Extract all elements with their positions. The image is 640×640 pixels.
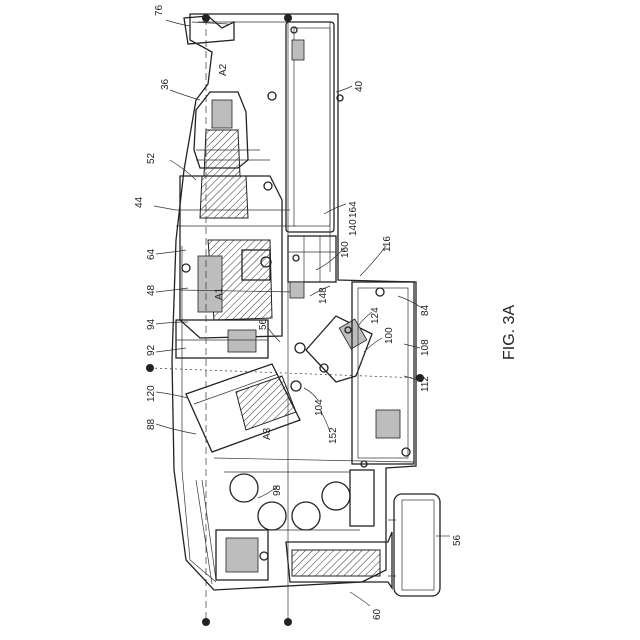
axis-endpoint-mid-left bbox=[146, 364, 154, 372]
axis-endpoint-bottom-left bbox=[202, 618, 210, 626]
ref-label-124: 124 bbox=[370, 307, 381, 324]
ref-label-164: 164 bbox=[348, 201, 359, 218]
axis-endpoint-bottom-right bbox=[284, 618, 292, 626]
ref-label-104: 104 bbox=[314, 399, 325, 416]
ref-label-56-lower: 56 bbox=[452, 534, 463, 546]
ref-label-36: 36 bbox=[160, 78, 171, 90]
ref-label-88: 88 bbox=[146, 418, 157, 430]
ref-label-40: 40 bbox=[354, 80, 365, 92]
ref-label-108: 108 bbox=[420, 339, 431, 356]
ref-label-84: 84 bbox=[420, 304, 431, 316]
ref-label-92: 92 bbox=[146, 344, 157, 356]
axis-label-a2: A2 bbox=[218, 63, 229, 76]
ref-label-112: 112 bbox=[420, 376, 431, 392]
ref-label-76: 76 bbox=[154, 4, 165, 16]
ref-label-100: 100 bbox=[384, 327, 395, 344]
axis-endpoint-top-right bbox=[284, 14, 292, 22]
ref-label-120: 120 bbox=[146, 385, 157, 402]
ref-label-52: 52 bbox=[146, 152, 157, 164]
axis-label-a3: A3 bbox=[262, 427, 273, 440]
ref-label-60: 60 bbox=[372, 608, 383, 620]
ref-label-98: 98 bbox=[272, 484, 283, 496]
figure-caption: FIG. 3A bbox=[501, 305, 518, 360]
ref-label-56-upper: 56 bbox=[258, 318, 269, 330]
ref-label-140: 140 bbox=[348, 219, 359, 236]
ref-label-44: 44 bbox=[134, 196, 145, 208]
ref-label-48: 48 bbox=[146, 284, 157, 296]
ref-label-64: 64 bbox=[146, 248, 157, 260]
tool-housing-drawing bbox=[172, 14, 440, 596]
axis-label-a1: A1 bbox=[214, 287, 225, 300]
axis-endpoint-top-left bbox=[202, 14, 210, 22]
ref-label-94: 94 bbox=[146, 318, 157, 330]
ref-label-160: 160 bbox=[340, 241, 351, 258]
ref-label-116: 116 bbox=[382, 236, 393, 252]
ref-label-152: 152 bbox=[328, 427, 339, 444]
ref-label-148: 148 bbox=[318, 287, 329, 304]
